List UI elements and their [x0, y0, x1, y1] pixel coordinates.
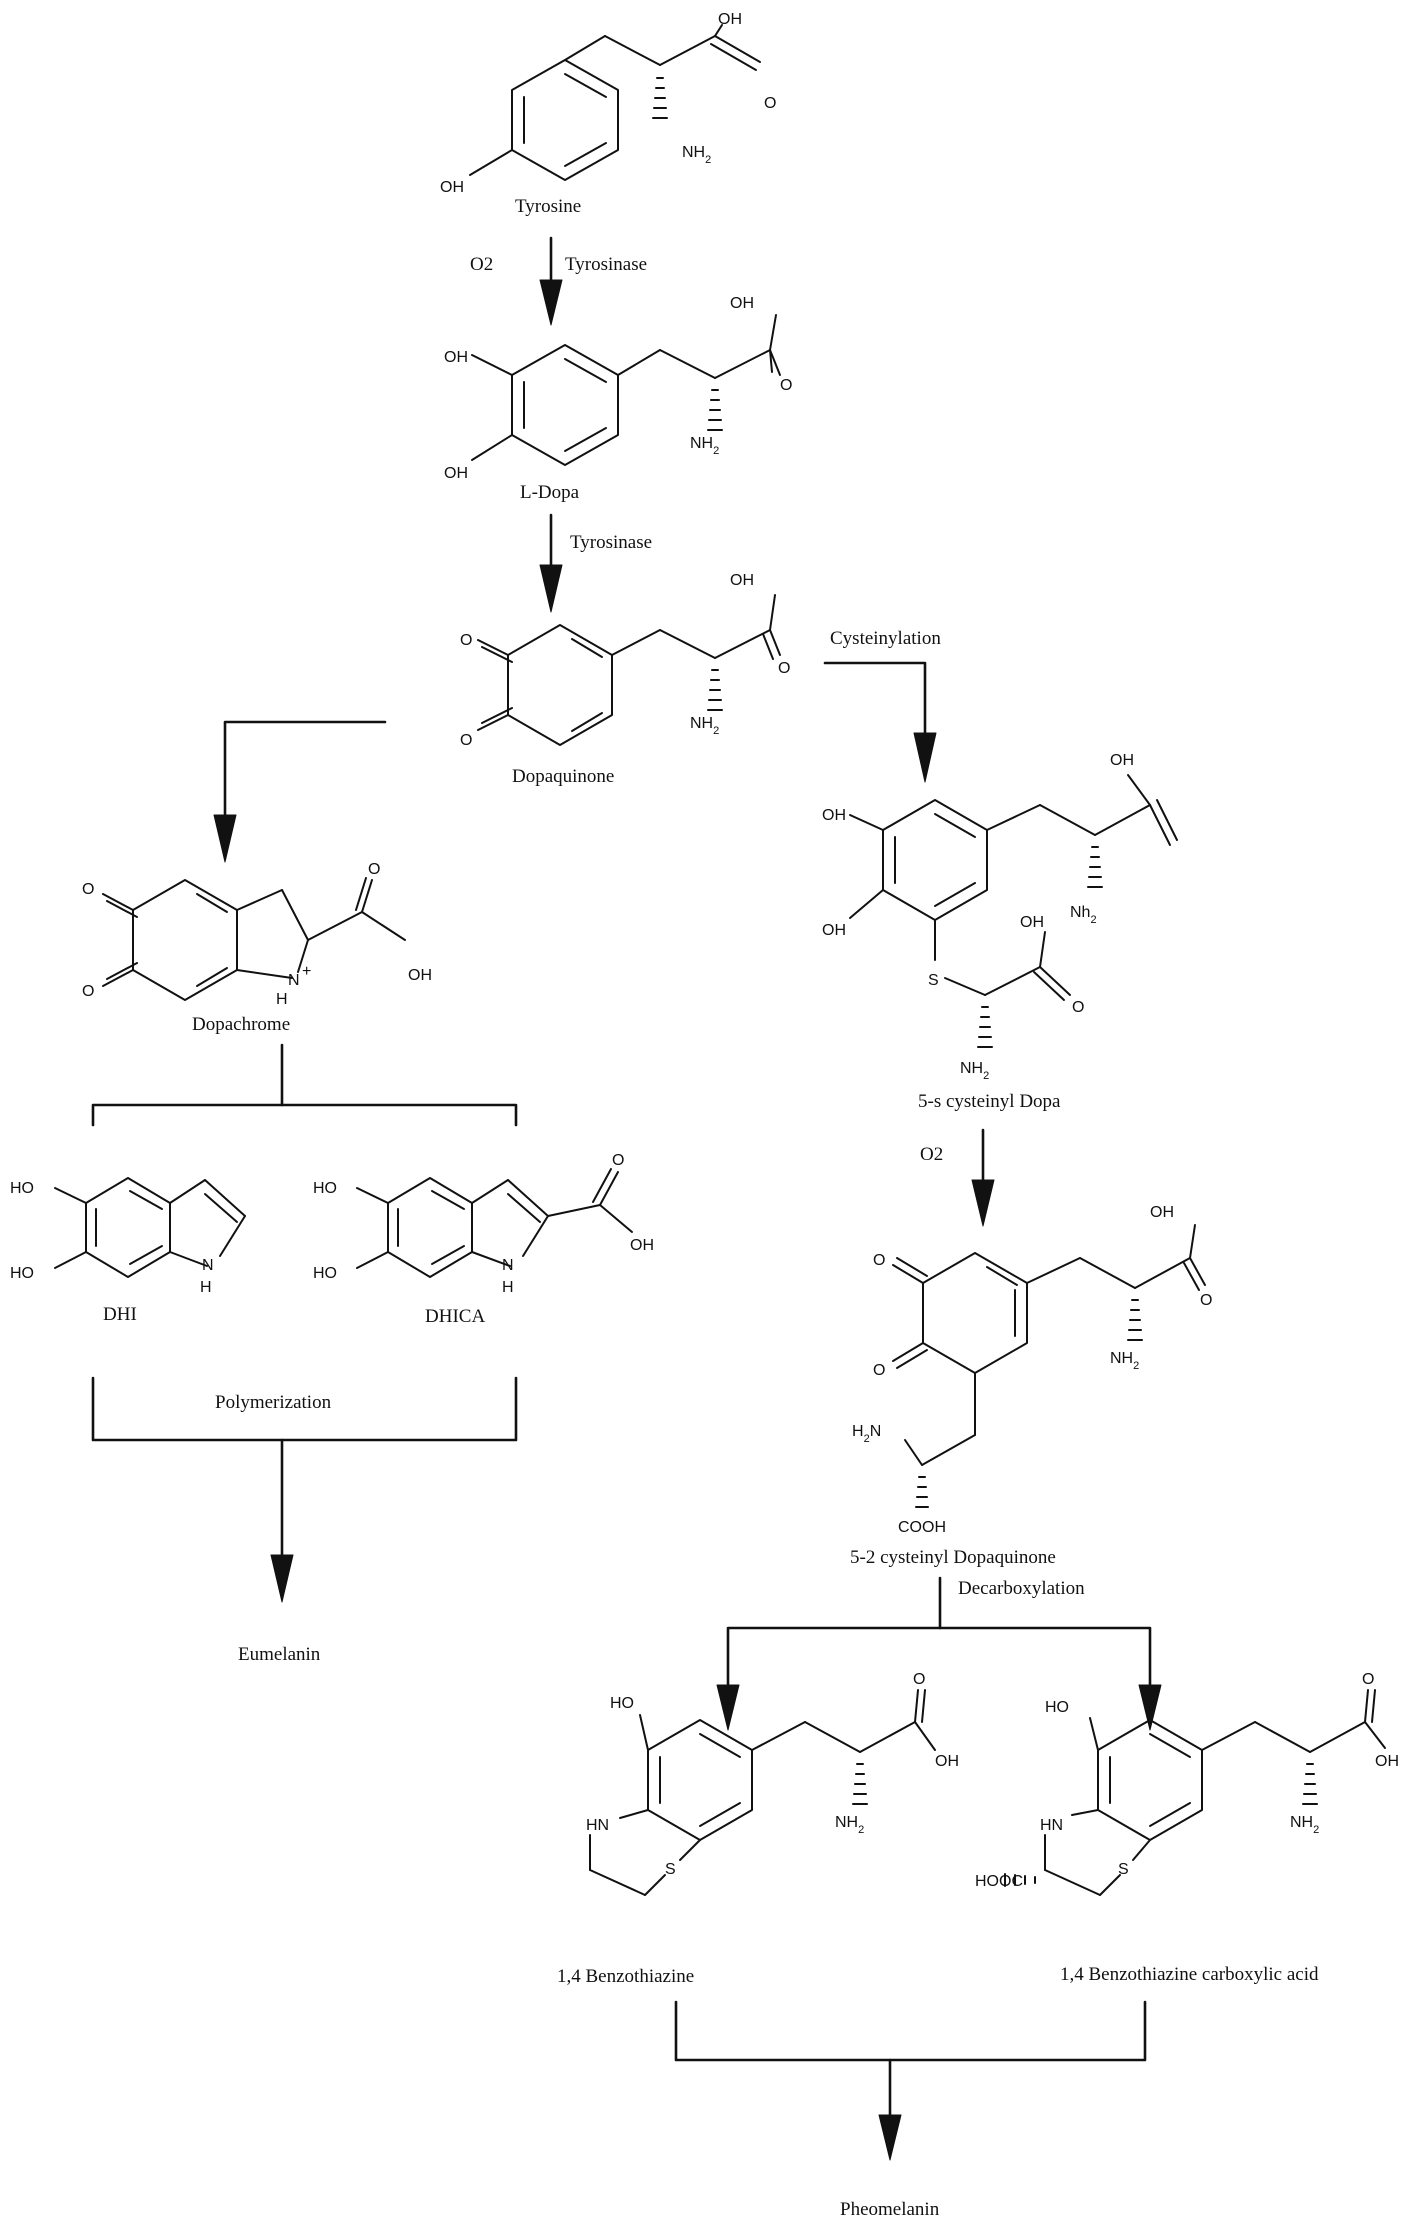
amine-label: Nh2: [1070, 904, 1097, 926]
hydroxyl-label: OH: [444, 465, 468, 482]
amine-label: H2N: [852, 1423, 881, 1445]
l-dopa-label: L-Dopa: [520, 482, 580, 503]
oxygen-label: O: [1072, 999, 1084, 1016]
hydrogen-label: H: [276, 991, 288, 1008]
benzothiazine-label: 1,4 Benzothiazine: [557, 1966, 694, 1987]
hydroxyl-label: HO: [313, 1180, 337, 1197]
hydroxyl-label: OH: [1020, 914, 1044, 931]
dopaquinone-structure: O O OH O NH2: [460, 572, 790, 749]
hydroxyl-label: OH: [730, 295, 754, 312]
hydroxyl-label: OH: [1110, 752, 1134, 769]
branch-arrow-to-dopachrome: [213, 720, 387, 863]
dopaquinone-label: Dopaquinone: [512, 766, 614, 787]
hydroxyl-label: HO: [10, 1265, 34, 1282]
tyrosine-structure: OH OH O NH2: [440, 11, 776, 196]
amine-label: NH2: [1290, 1814, 1319, 1836]
decarboxylation-split-arrows: [716, 1576, 1162, 1731]
step-arrow-dopa-to-dopaquinone: [539, 513, 563, 613]
hydroxyl-label: OH: [822, 922, 846, 939]
hydroxyl-label: OH: [1375, 1753, 1399, 1770]
hydroxyl-label: OH: [935, 1753, 959, 1770]
benzothiazine-structure: HO HN S O OH NH2: [586, 1671, 959, 1896]
amine-label: NH2: [835, 1814, 864, 1836]
polymerization-arrow: [91, 1376, 518, 1603]
pheomelanin-label: Pheomelanin: [840, 2199, 940, 2220]
tyrosinase-label: Tyrosinase: [565, 254, 647, 275]
decarboxylation-label: Decarboxylation: [958, 1578, 1085, 1599]
amine-label: NH2: [690, 435, 719, 457]
oxygen-label: O: [764, 95, 776, 112]
amine-label: HN: [1040, 1817, 1063, 1834]
nitrogen-label: N: [202, 1257, 214, 1274]
cysteinyl-dopaquinone-label: 5-2 cysteinyl Dopaquinone: [850, 1547, 1056, 1568]
cysteinylation-label: Cysteinylation: [830, 628, 941, 649]
amine-label: NH2: [690, 715, 719, 737]
step-arrow-cysteinyl-oxidation: [971, 1128, 995, 1227]
hydroxyl-label: HO: [610, 1695, 634, 1712]
step-arrow-tyrosine-to-dopa: [539, 236, 563, 326]
oxygen-label: O: [778, 660, 790, 677]
hydroxyl-label: OH: [1150, 1204, 1174, 1221]
oxygen-label: O: [1200, 1292, 1212, 1309]
oxygen-cofactor-label: O2: [470, 254, 493, 275]
nitrogen-label: N: [288, 972, 300, 989]
oxygen-label: O: [612, 1152, 624, 1169]
hydrogen-label: H: [502, 1279, 514, 1296]
cysteinyl-dopaquinone-structure: O O OH O NH2 H2N COOH: [852, 1204, 1212, 1536]
hydrogen-label: H: [200, 1279, 212, 1296]
oxygen-label: O: [368, 861, 380, 878]
tyrosinase-label: Tyrosinase: [570, 532, 652, 553]
amine-label: NH2: [682, 144, 711, 166]
oxygen-label: O: [1362, 1671, 1374, 1688]
hydroxyl-label: OH: [822, 807, 846, 824]
split-bracket: [91, 1043, 518, 1127]
cysteinyl-dopa-structure: OH OH OH Nh2 S OH O NH2: [822, 752, 1178, 1082]
hydroxyl-label: HO: [1045, 1699, 1069, 1716]
amine-label: NH2: [960, 1060, 989, 1082]
dhi-label: DHI: [103, 1304, 137, 1325]
hydroxyl-label: OH: [440, 179, 464, 196]
sulfur-label: S: [665, 1861, 676, 1878]
cysteinyl-dopa-label: 5-s cysteinyl Dopa: [918, 1091, 1061, 1112]
oxygen-label: O: [873, 1362, 885, 1379]
merge-arrow-to-pheomelanin: [674, 2000, 1147, 2161]
hydroxyl-label: OH: [630, 1237, 654, 1254]
dhica-structure: HO HO O OH N H: [313, 1152, 654, 1296]
hydroxyl-label: HO: [10, 1180, 34, 1197]
l-dopa-structure: OH OH OH O NH2: [444, 295, 792, 482]
sulfur-label: S: [928, 972, 939, 989]
oxygen-label: O: [873, 1252, 885, 1269]
oxygen-label: O: [460, 732, 472, 749]
sulfur-label: S: [1118, 1861, 1129, 1878]
benzothiazine-acid-label: 1,4 Benzothiazine carboxylic acid: [1060, 1964, 1319, 1985]
dhi-structure: HO HO N H: [10, 1177, 246, 1296]
oxygen-label: O: [82, 881, 94, 898]
tyrosine-label: Tyrosine: [515, 196, 581, 217]
dopachrome-label: Dopachrome: [192, 1014, 290, 1035]
amine-label: HN: [586, 1817, 609, 1834]
benzothiazine-acid-structure: HO HN S HOOC O OH NH2: [975, 1671, 1399, 1896]
dopachrome-structure: O O O OH N + H: [82, 861, 432, 1008]
dhica-label: DHICA: [425, 1306, 485, 1327]
oxygen-cofactor-label: O2: [920, 1144, 943, 1165]
oxygen-label: O: [913, 1671, 925, 1688]
carboxyl-label: COOH: [898, 1519, 946, 1536]
oxygen-label: O: [780, 377, 792, 394]
oxygen-label: O: [82, 983, 94, 1000]
branch-arrow-to-cysteinyl-dopa: [823, 661, 937, 783]
oxygen-label: O: [460, 632, 472, 649]
nitrogen-label: N: [502, 1257, 514, 1274]
charge-label: +: [302, 963, 311, 980]
hydroxyl-label: OH: [444, 349, 468, 366]
carboxyl-label: HOOC: [975, 1873, 1023, 1890]
hydroxyl-label: HO: [313, 1265, 337, 1282]
polymerization-label: Polymerization: [215, 1392, 332, 1413]
hydroxyl-label: OH: [408, 967, 432, 984]
eumelanin-label: Eumelanin: [238, 1644, 321, 1665]
hydroxyl-label: OH: [730, 572, 754, 589]
amine-label: NH2: [1110, 1350, 1139, 1372]
hydroxyl-label: OH: [718, 11, 742, 28]
